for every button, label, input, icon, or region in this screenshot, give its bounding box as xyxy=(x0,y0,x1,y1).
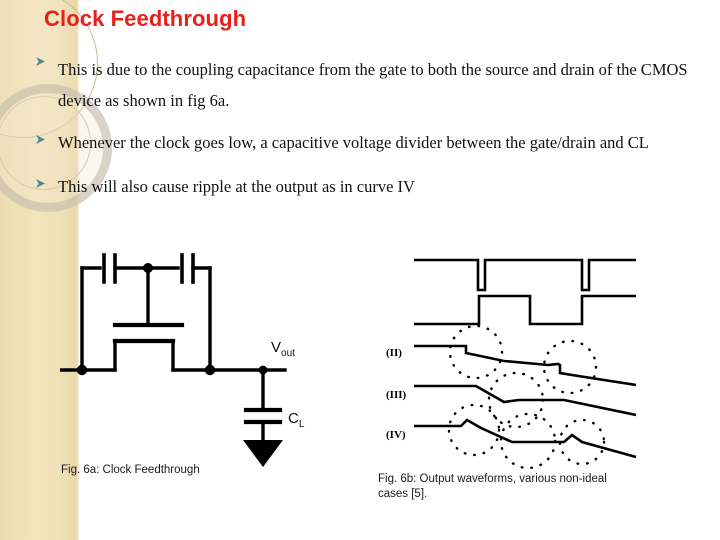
list-item-label: Whenever the clock goes low, a capacitiv… xyxy=(58,133,649,152)
junction-dot-gate xyxy=(143,263,153,273)
junction-dot-drain xyxy=(204,364,216,376)
figure-6b-caption: Fig. 6b: Output waveforms, various non-i… xyxy=(378,472,678,502)
junction-dot-source xyxy=(76,364,88,376)
waveform-label-iv: (IV) xyxy=(386,429,406,441)
sidebar-edge xyxy=(76,0,79,540)
waveform-trace-IV xyxy=(414,418,637,459)
figure-6a-caption: Fig. 6a: Clock Feedthrough xyxy=(61,464,200,476)
page-title: Clock Feedthrough xyxy=(44,6,247,31)
figure-6b-caption-line1: Fig. 6b: Output waveforms, various non-i… xyxy=(378,473,607,485)
list-item-label: This will also cause ripple at the outpu… xyxy=(58,177,415,196)
list-item: This is due to the coupling capacitance … xyxy=(34,54,706,116)
waveform-trace-III xyxy=(414,384,637,417)
figure-6b-waveforms: (II) (III) (IV) Fig. 6b: Output waveform… xyxy=(378,252,686,502)
annotation-dotted-circles xyxy=(447,324,606,470)
list-item: Whenever the clock goes low, a capacitiv… xyxy=(34,132,658,154)
figure-6a-circuit: Vout CL Fig. 6a: Clock Feedthrough xyxy=(60,252,330,497)
waveform-label-iii: (III) xyxy=(386,389,407,401)
list-item-label: This is due to the coupling capacitance … xyxy=(58,60,688,110)
junction-dot-vout xyxy=(258,365,268,375)
arrow-bullet-icon xyxy=(34,177,48,191)
arrow-bullet-icon xyxy=(34,133,48,147)
waveform-clock-square xyxy=(414,294,636,326)
figure-6b-caption-line2: cases [5]. xyxy=(378,488,428,500)
cl-label: CL xyxy=(288,410,305,430)
waveform-trace-II xyxy=(414,344,637,387)
bullet-list: This is due to the coupling capacitance … xyxy=(34,54,706,196)
arrow-bullet-icon xyxy=(34,55,48,69)
waveform-label-ii: (II) xyxy=(386,347,402,359)
vout-label: Vout xyxy=(271,339,295,359)
ground-symbol-icon xyxy=(243,440,283,467)
waveform-clock-narrow-pulse xyxy=(414,258,636,292)
list-item: This will also cause ripple at the outpu… xyxy=(34,176,658,198)
